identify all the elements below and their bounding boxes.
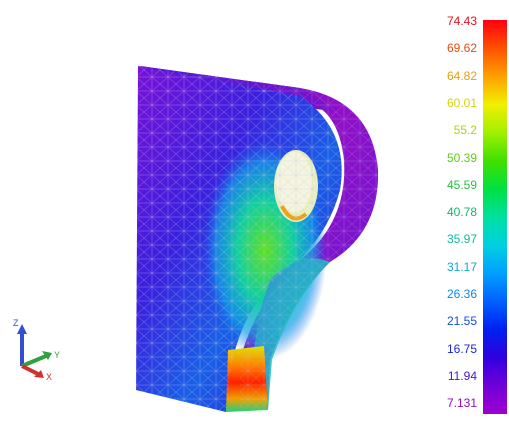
x-axis-label: X (46, 372, 52, 382)
legend-value-label: 60.01 (446, 95, 477, 110)
z-axis-label: Z (13, 318, 19, 328)
legend-value-label: 55.2 (453, 123, 477, 138)
mesh-overlay (136, 66, 342, 412)
legend-value-label: 64.82 (446, 68, 477, 83)
y-axis-label: Y (54, 350, 60, 360)
legend-value-label: 74.43 (446, 14, 477, 28)
axis-triad: Z Y X (13, 318, 60, 382)
legend-value-label: 35.97 (446, 232, 477, 247)
legend-colorbar (483, 20, 507, 414)
legend-value-label: 50.39 (446, 150, 477, 165)
mesh-overlay-side (140, 66, 379, 410)
color-legend: 74.43 69.62 64.82 60.01 55.2 50.39 45.59 40.78 3… (430, 14, 509, 426)
legend-value-label: 21.55 (446, 314, 477, 329)
legend-value-label: 40.78 (446, 205, 477, 220)
legend-value-label: 26.36 (446, 287, 477, 301)
legend-value-label: 31.17 (446, 259, 477, 274)
legend-value-label: 45.59 (446, 177, 477, 192)
legend-value-label: 69.62 (446, 41, 477, 56)
legend-value-label: 7.131 (446, 396, 477, 411)
legend-value-label: 16.75 (446, 341, 477, 356)
fea-model[interactable] (0, 0, 430, 425)
legend-value-label: 11.94 (447, 368, 477, 383)
